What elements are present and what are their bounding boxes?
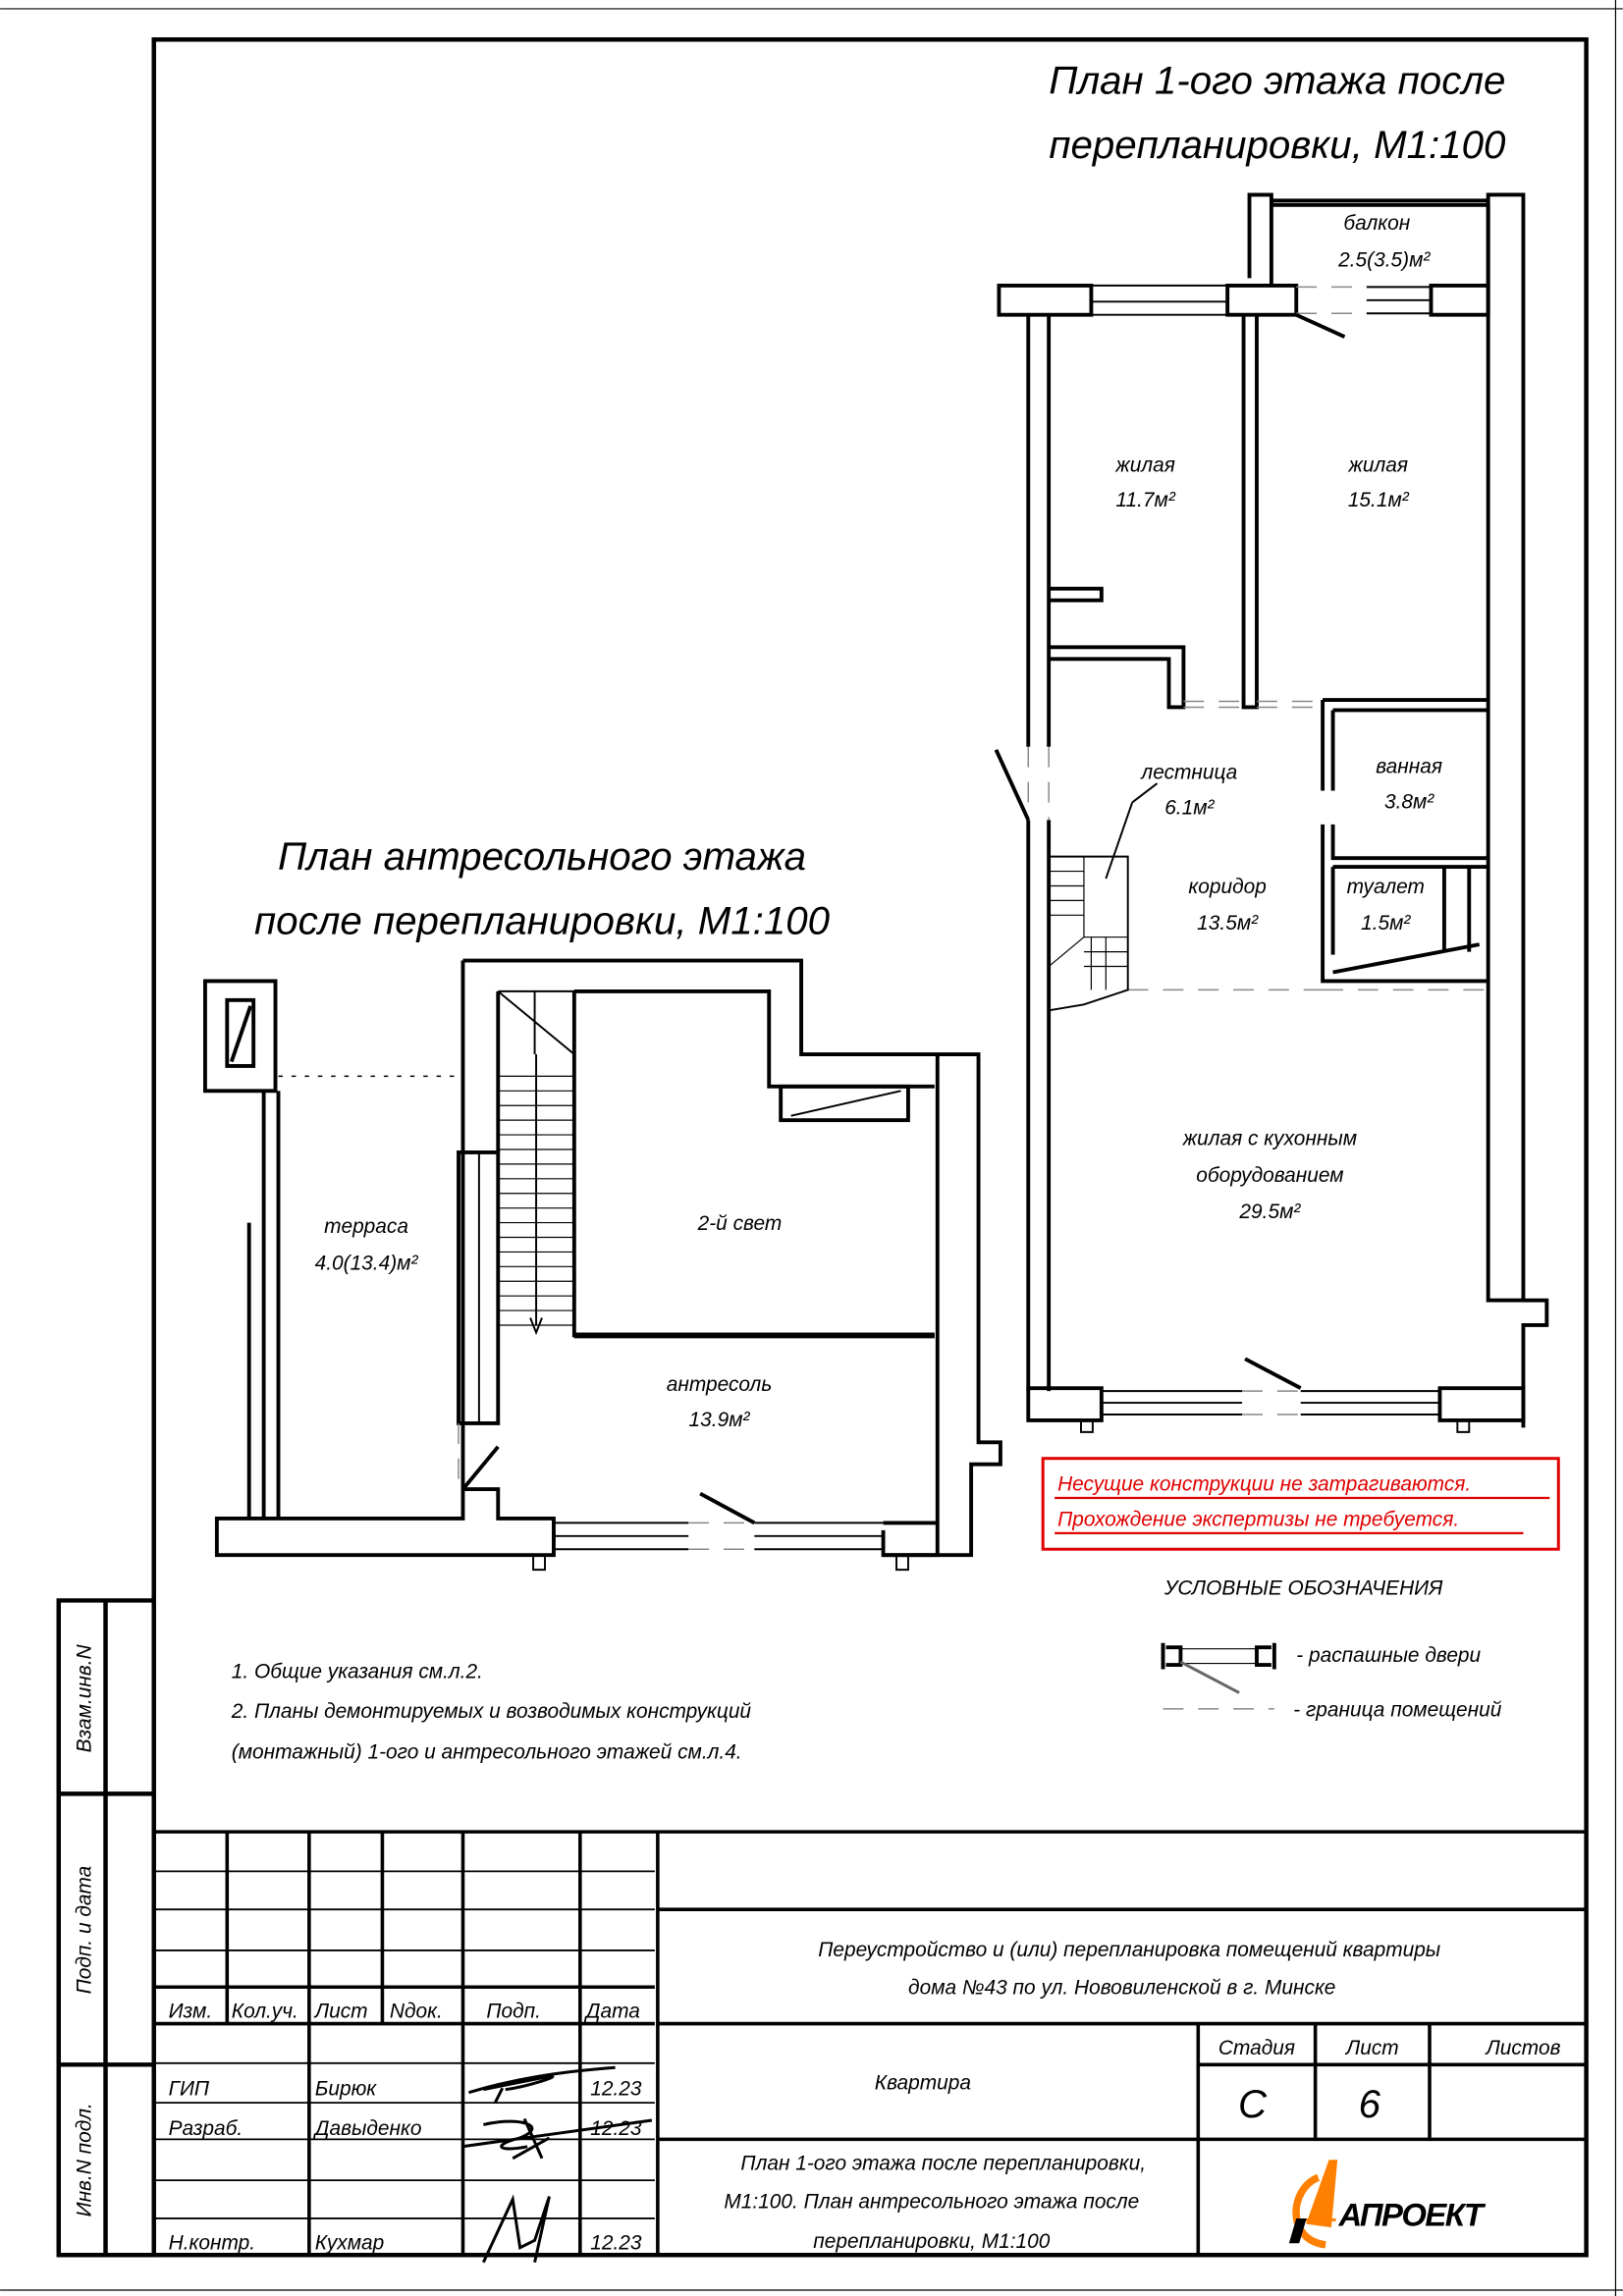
sheet-value: 6 xyxy=(1359,2082,1381,2126)
room-area: 11.7м² xyxy=(1115,489,1175,511)
plan1-title: План 1-ого этажа после xyxy=(1049,58,1505,102)
staircase xyxy=(1048,782,1159,1012)
stamp-label: Подп. и дата xyxy=(74,1866,96,1995)
room-name: ванная xyxy=(1376,756,1442,778)
plan2-title: План антресольного этажа xyxy=(278,834,806,879)
stamp-label: Взам.инв.N xyxy=(74,1643,96,1752)
signer-name: Бирюк xyxy=(315,2078,378,2101)
header-cell: Кол.уч. xyxy=(232,2001,298,2023)
room-name: антресоль xyxy=(667,1373,773,1396)
note-line: 2. Планы демонтируемых и возводимых конс… xyxy=(231,1700,752,1723)
signer-date: 12.23 xyxy=(590,2231,642,2254)
room-area: 13.5м² xyxy=(1197,912,1259,934)
room-area: 1.5м² xyxy=(1361,912,1411,934)
first-floor-plan: План 1-ого этажа после перепланировки, М… xyxy=(994,58,1549,1433)
stamp-label: Инв.N подл. xyxy=(74,2103,96,2216)
header-cell: Подп. xyxy=(486,2001,541,2023)
main-frame xyxy=(151,37,1589,2258)
room-name: жилая с кухонным xyxy=(1182,1128,1357,1150)
plan1-title: перепланировки, М1:100 xyxy=(1049,123,1506,167)
room-name: жилая xyxy=(1114,454,1175,476)
signature-image xyxy=(482,2194,551,2264)
room-area: 13.9м² xyxy=(689,1409,751,1431)
signature-image xyxy=(460,2117,653,2161)
signer-role: ГИП xyxy=(169,2078,210,2101)
legend-item: - распашные двери xyxy=(1296,1644,1481,1667)
drawing-title: М1:100. План антресольного этажа после xyxy=(724,2190,1139,2213)
general-notes: 1. Общие указания см.л.2. 2. Планы демон… xyxy=(231,1660,752,1763)
room-name: 2-й свет xyxy=(697,1212,783,1235)
legend-title: УСЛОВНЫЕ ОБОЗНАЧЕНИЯ xyxy=(1163,1576,1443,1599)
note-line: (монтажный) 1-ого и антресольного этажей… xyxy=(232,1741,742,1764)
room-name: оборудованием xyxy=(1196,1164,1343,1187)
header-cell: Nдок. xyxy=(390,2001,443,2023)
room-area: 4.0(13.4)м² xyxy=(315,1252,419,1274)
drawing-title: перепланировки, М1:100 xyxy=(813,2230,1050,2253)
legend-item: - граница помещений xyxy=(1293,1698,1501,1721)
header-cell: Изм. xyxy=(169,2001,213,2023)
sheets-label: Листов xyxy=(1484,2037,1560,2059)
signer-name: Кухмар xyxy=(315,2231,384,2254)
warning-line: Прохождение экспертизы не требуется. xyxy=(1057,1508,1459,1530)
plan2-title: после перепланировки, М1:100 xyxy=(254,899,831,943)
company-logo: АПРОЕКТ xyxy=(1288,2160,1488,2249)
signer-date: 12.23 xyxy=(590,2078,642,2101)
room-area: 2.5(3.5)м² xyxy=(1337,248,1431,271)
header-cell: Дата xyxy=(584,2001,640,2023)
warning-line: Несущие конструкции не затрагиваются. xyxy=(1057,1473,1471,1496)
stage-label: Стадия xyxy=(1218,2037,1295,2059)
mezzanine-plan: План антресольного этажа после переплани… xyxy=(202,834,1002,1572)
project-title: дома №43 по ул. Нововиленской в г. Минск… xyxy=(908,1977,1335,2000)
room-area: 29.5м² xyxy=(1238,1201,1301,1223)
room-name: туалет xyxy=(1347,876,1425,898)
object-name: Квартира xyxy=(875,2072,971,2095)
stage-value: С xyxy=(1238,2082,1268,2126)
signer-name: Давыденко xyxy=(313,2117,422,2140)
note-line: 1. Общие указания см.л.2. xyxy=(232,1660,483,1682)
room-area: 6.1м² xyxy=(1164,796,1215,819)
room-name: жилая xyxy=(1348,454,1409,476)
side-stamp: Взам.инв.N Подп. и дата Инв.N подл. xyxy=(56,1598,154,2258)
drawing-title: План 1-ого этажа после перепланировки, xyxy=(740,2153,1146,2175)
signature-image xyxy=(468,2065,616,2104)
sheet-label: Лист xyxy=(1344,2037,1399,2059)
signer-role: Н.контр. xyxy=(169,2231,255,2254)
signer-role: Разраб. xyxy=(169,2117,243,2140)
room-name: коридор xyxy=(1188,876,1266,898)
logo-text: АПРОЕКТ xyxy=(1338,2196,1487,2232)
legend: УСЛОВНЫЕ ОБОЗНАЧЕНИЯ - распашные двери -… xyxy=(1161,1576,1502,1721)
project-title: Переустройство и (или) перепланировка по… xyxy=(818,1939,1440,1961)
door-swing xyxy=(1295,312,1346,339)
room-name: балкон xyxy=(1343,212,1410,235)
mezzanine-staircase xyxy=(497,989,575,1336)
room-name: терраса xyxy=(324,1215,408,1238)
room-area: 15.1м² xyxy=(1348,489,1410,511)
warning-box: Несущие конструкции не затрагиваются. Пр… xyxy=(1041,1457,1560,1551)
title-block: Изм. Кол.уч. Лист Nдок. Подп. Дата ГИП Б… xyxy=(153,1830,1587,2264)
room-name: лестница xyxy=(1140,762,1237,784)
room-area: 3.8м² xyxy=(1384,790,1434,813)
door-symbol-icon xyxy=(1161,1642,1276,1670)
header-cell: Лист xyxy=(313,2001,368,2023)
